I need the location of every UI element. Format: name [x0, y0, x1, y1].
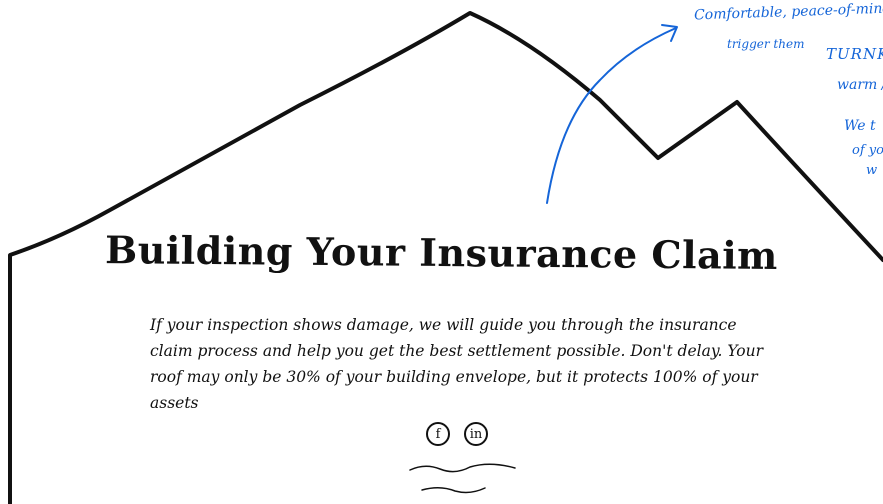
annotation-note: trigger them — [727, 37, 805, 51]
annotation-note: w — [866, 163, 878, 178]
page-title: Building Your Insurance Claim — [104, 227, 779, 278]
facebook-glyph: f — [435, 426, 441, 442]
social-links: f in — [426, 422, 488, 446]
annotation-note: TURNKE — [826, 45, 883, 63]
facebook-icon[interactable]: f — [426, 422, 450, 446]
annotation-note: We t — [844, 118, 876, 134]
hero-description: If your inspection shows damage, we will… — [150, 316, 763, 412]
annotation-note: of yo — [852, 143, 883, 158]
annotation-note: warm / — [837, 77, 883, 93]
linkedin-glyph: in — [469, 426, 483, 442]
footer-squiggle-placeholder — [409, 463, 516, 494]
linkedin-icon[interactable]: in — [464, 422, 488, 446]
